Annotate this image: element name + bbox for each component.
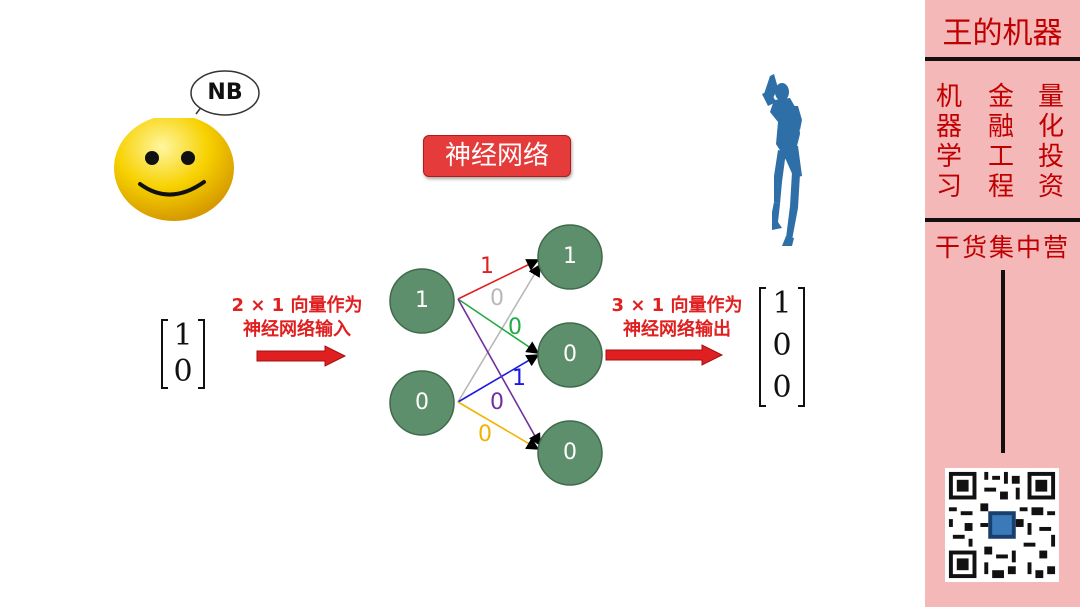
- column-char: 融: [987, 112, 1014, 142]
- column-char: 金: [987, 82, 1014, 112]
- input-node-1-label: 1: [415, 288, 429, 313]
- output-node-3-label: 0: [563, 440, 577, 465]
- weight-in2-out2: 1: [512, 366, 526, 391]
- basketball-player-silhouette-icon: [762, 74, 802, 246]
- input-caption-line-1: 2 × 1 向量作为: [231, 295, 363, 316]
- column-char: 量: [1037, 82, 1064, 112]
- input-caption-line-2: 神经网络输入: [243, 319, 351, 340]
- input-arrow: [256, 345, 347, 367]
- smiley-face-icon: [114, 118, 234, 221]
- weight-in1-out3: 0: [490, 390, 504, 415]
- edge-in1-out3: [457, 298, 541, 447]
- input-node-2-label: 0: [415, 390, 429, 415]
- edge-in2-out3: [457, 401, 540, 450]
- qr-code-icon[interactable]: [945, 468, 1059, 582]
- speech-bubble-text: NB: [207, 80, 243, 105]
- input-vector-value-1: 1: [173, 318, 193, 353]
- sidebar-column-1: 机 器 学 习: [933, 82, 965, 202]
- column-char: 习: [935, 172, 962, 202]
- weight-in1-out2: 0: [508, 315, 522, 340]
- output-node-2: [537, 322, 603, 388]
- edge-in1-out2: [457, 298, 540, 354]
- weight-in2-out1: 0: [490, 286, 504, 311]
- output-vector-brackets: [759, 287, 805, 407]
- edge-in2-out2: [457, 354, 540, 403]
- sidebar-column-2: 金 融 工 程: [985, 82, 1017, 202]
- sidebar-divider-top: [925, 57, 1080, 61]
- edge-in2-out1: [457, 263, 541, 403]
- edge-in1-out1: [457, 259, 540, 300]
- input-vector-value-2: 0: [173, 354, 193, 389]
- column-char: 工: [987, 142, 1014, 172]
- column-char: 器: [935, 112, 962, 142]
- sidebar-column-3: 量 化 投 资: [1035, 82, 1067, 202]
- speech-bubble: [190, 70, 260, 116]
- weight-in2-out3: 0: [478, 422, 492, 447]
- column-char: 投: [1037, 142, 1064, 172]
- output-node-1-label: 1: [563, 244, 577, 269]
- brand-title: 王的机器: [942, 16, 1063, 51]
- column-char: 机: [935, 82, 962, 112]
- sidebar-slogan: 干货集中营: [934, 233, 1070, 262]
- weight-in1-out1: 1: [480, 254, 494, 279]
- neural-network-diagram: [389, 224, 603, 486]
- sidebar-vertical-line: [1001, 270, 1005, 453]
- output-vector-value-2: 0: [772, 328, 792, 363]
- output-caption-line-2: 神经网络输出: [623, 319, 731, 340]
- output-caption-line-1: 3 × 1 向量作为: [611, 295, 743, 316]
- input-vector-brackets: [161, 319, 205, 389]
- input-caption: 2 × 1 向量作为 神经网络输入: [222, 294, 372, 342]
- input-node-2: [389, 370, 455, 436]
- column-char: 学: [935, 142, 962, 172]
- output-caption: 3 × 1 向量作为 神经网络输出: [602, 294, 752, 342]
- output-node-3: [537, 420, 603, 486]
- output-node-2-label: 0: [563, 342, 577, 367]
- output-vector-value-1: 1: [772, 286, 792, 321]
- output-node-1: [537, 224, 603, 290]
- column-char: 程: [987, 172, 1014, 202]
- sidebar-divider-middle: [925, 218, 1080, 222]
- column-char: 化: [1037, 112, 1064, 142]
- sidebar: 王的机器 机 器 学 习 金 融 工 程 量 化 投 资 干货集中营: [925, 0, 1080, 607]
- network-title-box: 神经网络: [423, 135, 571, 177]
- output-arrow: [605, 344, 724, 366]
- slide-canvas: NB 神经网络 1 0 2 × 1 向量作为 神经网络输入 1 0: [114, 70, 805, 486]
- input-node-1: [389, 268, 455, 334]
- column-char: 资: [1037, 172, 1064, 202]
- output-vector-value-3: 0: [772, 370, 792, 405]
